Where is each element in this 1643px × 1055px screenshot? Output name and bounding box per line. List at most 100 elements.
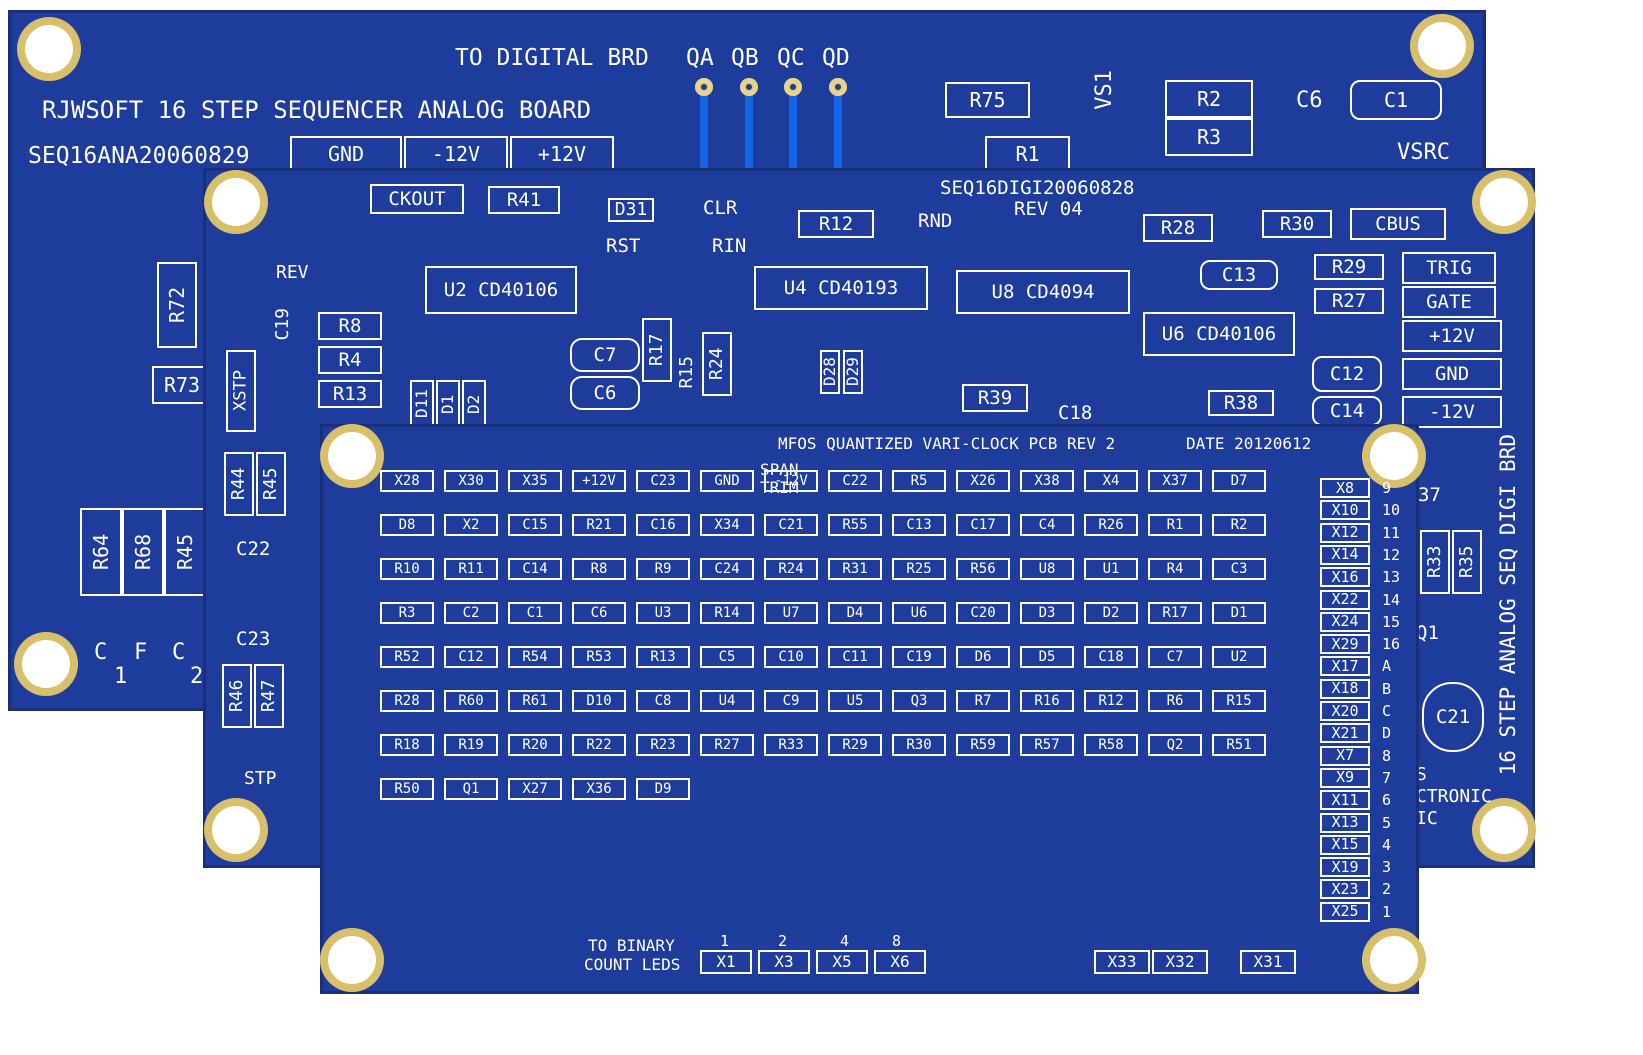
clock-part: R23 [636, 734, 690, 756]
mount-hole [1370, 936, 1418, 984]
clock-part: C23 [636, 470, 690, 492]
clock-part: C17 [956, 514, 1010, 536]
part-r13-d: R13 [318, 380, 382, 408]
clock-part: R29 [828, 734, 882, 756]
bottom-label: 2 [190, 664, 204, 689]
part-r35-d: R35 [1452, 530, 1482, 594]
x-pin-label: B [1382, 679, 1392, 698]
clock-part: X36 [572, 778, 626, 800]
clock-part: R51 [1212, 734, 1266, 756]
clock-part: C11 [828, 646, 882, 668]
clock-part: C13 [892, 514, 946, 536]
part-gate: GATE [1402, 286, 1496, 318]
x-pin-label: 12 [1382, 545, 1401, 564]
clock-part: R9 [636, 558, 690, 580]
bottom-label: C [94, 640, 108, 665]
part-r44-d: R44 [224, 452, 254, 516]
part-r64: R64 [80, 508, 122, 596]
clock-part: R1 [1148, 514, 1202, 536]
clock-part: R57 [1020, 734, 1074, 756]
x-pin: X8 [1320, 478, 1370, 498]
part-c7-d: C7 [570, 338, 640, 372]
clock-part: X38 [1020, 470, 1074, 492]
clock-part: +12V [572, 470, 626, 492]
span-label: SPAN [760, 460, 799, 479]
part-r1: R1 [985, 136, 1070, 172]
x-pin-label: A [1382, 657, 1392, 676]
clock-part: U1 [1084, 558, 1138, 580]
part-cbus: CBUS [1350, 208, 1446, 240]
part-c12-d: C12 [1312, 356, 1382, 392]
clock-part: U2 [1212, 646, 1266, 668]
clock-part: U4 [700, 690, 754, 712]
bin-num: 4 [840, 932, 850, 950]
mount-hole [1480, 178, 1528, 226]
part-r39: R39 [962, 384, 1028, 412]
x-pin-label: 10 [1382, 501, 1401, 520]
bin-num: 1 [720, 932, 730, 950]
x-pin: X10 [1320, 500, 1370, 521]
part-q1-d: Q1 [1416, 622, 1439, 644]
part-r12: R12 [798, 210, 874, 238]
clock-date: DATE 20120612 [1186, 434, 1312, 453]
clock-part: D5 [1020, 646, 1074, 668]
clock-part: R60 [444, 690, 498, 712]
part-r27: R27 [1314, 288, 1384, 314]
clock-part: U3 [636, 602, 690, 624]
clock-part: C5 [700, 646, 754, 668]
clock-title: MFOS QUANTIZED VARI-CLOCK PCB REV 2 [778, 434, 1116, 453]
clock-part: Q1 [444, 778, 498, 800]
clock-part: Q3 [892, 690, 946, 712]
clock-part: R13 [636, 646, 690, 668]
part-r33-d: R33 [1420, 530, 1450, 594]
clock-part: U8 [1020, 558, 1074, 580]
mount-hole [328, 432, 376, 480]
q-label: QB [731, 45, 759, 71]
clock-part: X27 [508, 778, 562, 800]
part-r41: R41 [488, 186, 560, 214]
part-d2-d: D2 [462, 380, 486, 428]
x-pin-label: 11 [1382, 523, 1401, 542]
x-pin: X11 [1320, 790, 1370, 811]
x-pin: X25 [1320, 901, 1370, 922]
clock-part: U7 [764, 602, 818, 624]
x-pin: X7 [1320, 745, 1370, 766]
clock-part: R54 [508, 646, 562, 668]
ic-u2: U2 CD40106 [425, 266, 577, 314]
clock-part: R8 [572, 558, 626, 580]
x-pin: X21 [1320, 723, 1370, 744]
clock-part: X2 [444, 514, 498, 536]
part-r15-d: R15 [676, 356, 697, 389]
clock-part: GND [700, 470, 754, 492]
clock-part: U6 [892, 602, 946, 624]
x-pin: X18 [1320, 678, 1370, 699]
part-r72: R72 [157, 262, 197, 348]
part-c19-d: C19 [272, 308, 293, 341]
part-c14-d: C14 [1312, 396, 1382, 426]
clock-part: R56 [956, 558, 1010, 580]
clock-part: D1 [1212, 602, 1266, 624]
binary-label-2: COUNT LEDS [584, 955, 681, 974]
clock-part: R21 [572, 514, 626, 536]
mount-hole [1370, 432, 1418, 480]
bottom-label: F [134, 640, 148, 665]
ic-u8: U8 CD4094 [956, 270, 1130, 314]
clock-part: R7 [956, 690, 1010, 712]
clock-part: X35 [508, 470, 562, 492]
mount-hole [22, 640, 70, 688]
clock-part: R17 [1148, 602, 1202, 624]
clock-part: C20 [956, 602, 1010, 624]
clock-part: R30 [892, 734, 946, 756]
clock-part: D10 [572, 690, 626, 712]
clock-part: C4 [1020, 514, 1074, 536]
clock-part: R3 [380, 602, 434, 624]
q-label: QC [777, 45, 805, 71]
power-neg12: -12V [404, 136, 508, 172]
part-c18-d: C18 [1058, 402, 1093, 424]
bottom-text: IC [1416, 808, 1438, 829]
clock-part: R11 [444, 558, 498, 580]
mount-hole [212, 178, 260, 226]
x-pin-label: 4 [1382, 835, 1392, 854]
pin-x1: X1 [700, 950, 752, 974]
clock-part: R61 [508, 690, 562, 712]
